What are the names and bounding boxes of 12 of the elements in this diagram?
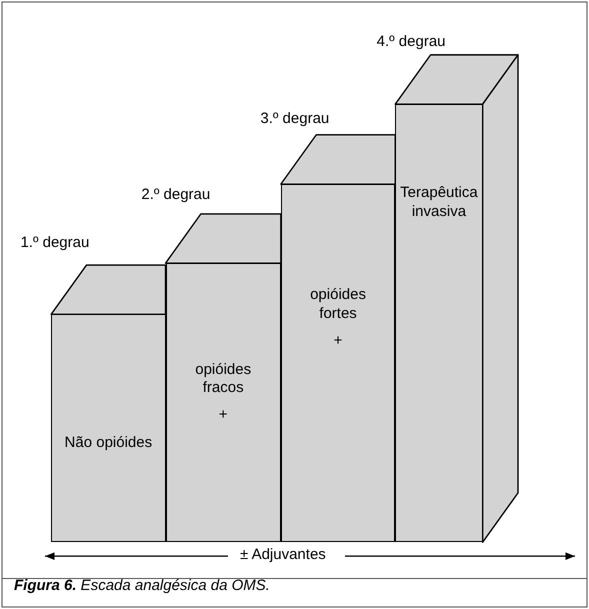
step-label: 4.º degrau	[376, 33, 446, 50]
figure-caption: Figura 6. Escada analgésica da OMS.	[14, 577, 270, 594]
step-text: opióides fortes	[309, 286, 367, 324]
plus-sign: +	[218, 406, 228, 425]
step-text: Não opióides	[64, 434, 152, 453]
step-label: 2.º degrau	[141, 186, 210, 203]
step-text: Terapêutica invasiva	[400, 184, 478, 222]
step-text: opióides fracos	[194, 360, 252, 398]
arrow-label: ± Adjuvantes	[240, 546, 326, 564]
step-label: 1.º degrau	[20, 234, 90, 252]
plus-sign: +	[334, 332, 342, 350]
step-label: 3.º degrau	[260, 110, 330, 127]
